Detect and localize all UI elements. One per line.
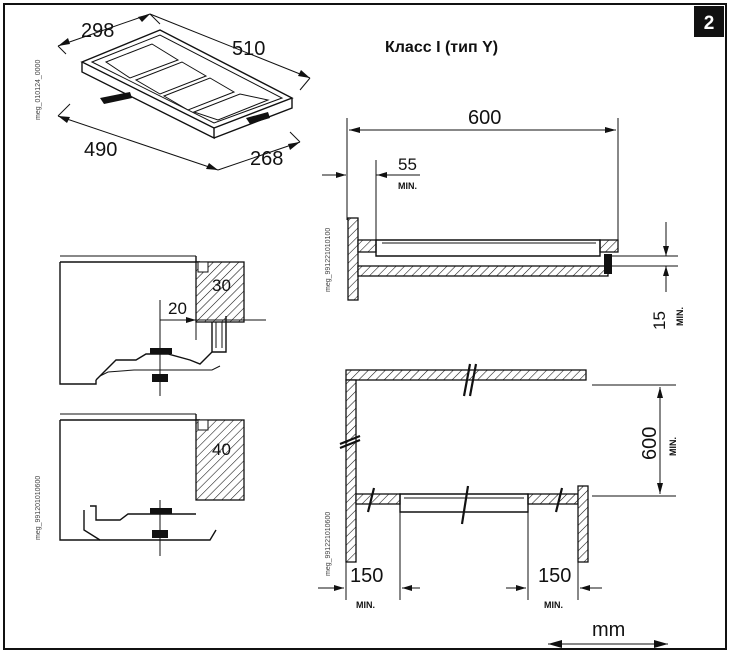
left-min-label: 150 bbox=[350, 565, 383, 587]
gap-min-qualifier: MIN. bbox=[398, 181, 417, 191]
side-view: 600 55 MIN. 15 MIN. meg_991221010100 bbox=[322, 107, 685, 330]
left-min-qualifier: MIN. bbox=[356, 600, 375, 610]
wall-min-qualifier: MIN. bbox=[668, 437, 678, 456]
section-ref-code: meg_991201010600 bbox=[35, 476, 42, 540]
worktop-section-30: 30 20 bbox=[59, 255, 266, 396]
side-width-label: 600 bbox=[468, 107, 501, 129]
hob-width-label: 510 bbox=[232, 38, 265, 60]
plan-ref-code: meg_991221010600 bbox=[325, 512, 332, 576]
hob-depth-label: 298 bbox=[81, 20, 114, 42]
unit-label: mm bbox=[592, 619, 625, 641]
figure-number-badge: 2 bbox=[694, 6, 724, 37]
right-min-qualifier: MIN. bbox=[544, 600, 563, 610]
worktop-section-40: 40 meg_991201010600 bbox=[35, 413, 245, 556]
figure-number: 2 bbox=[704, 13, 715, 34]
offset-20-label: 20 bbox=[168, 299, 187, 318]
worktop-thickness-40: 40 bbox=[212, 440, 231, 459]
unit-indicator: mm bbox=[548, 619, 668, 648]
cutout-width-label: 490 bbox=[84, 139, 117, 161]
cutout-depth-label: 268 bbox=[250, 148, 283, 170]
clearance-min-label: 15 bbox=[650, 311, 669, 330]
figure-frame bbox=[3, 3, 727, 650]
hob-isometric: 298 510 490 268 meg_010124_0000 bbox=[35, 13, 311, 171]
plan-view: 600 MIN. 150 MIN. 150 MIN. meg_991221010… bbox=[318, 363, 678, 610]
right-min-label: 150 bbox=[538, 565, 571, 587]
diagram-title: Класс I (тип Y) bbox=[385, 39, 498, 56]
side-ref-code: meg_991221010100 bbox=[325, 228, 332, 292]
hob-ref-code: meg_010124_0000 bbox=[35, 60, 42, 120]
gap-min-label: 55 bbox=[398, 155, 417, 174]
clearance-min-qualifier: MIN. bbox=[675, 307, 685, 326]
worktop-thickness-30: 30 bbox=[212, 276, 231, 295]
wall-min-label: 600 bbox=[639, 427, 661, 460]
